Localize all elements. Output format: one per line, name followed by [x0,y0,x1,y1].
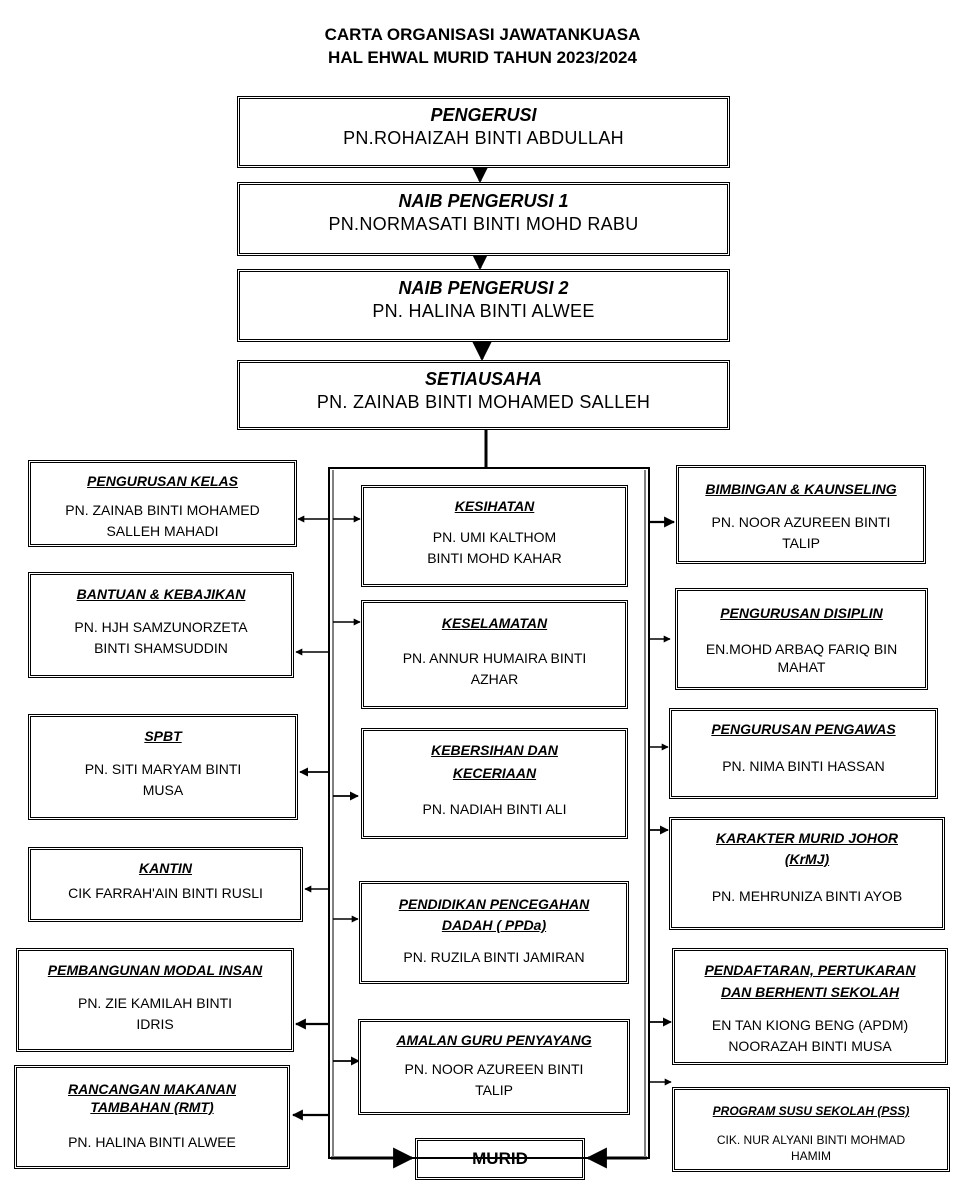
box-name-1: EN TAN KIONG BENG (APDM) [711,1017,909,1033]
box-kebersihan: KEBERSIHAN DAN KECERIAAN PN. NADIAH BINT… [361,728,628,839]
box-name-1: PN. ANNUR HUMAIRA BINTI [402,650,587,666]
box-murid: MURID [415,1138,585,1180]
box-setiausaha: SETIAUSAHA PN. ZAINAB BINTI MOHAMED SALL… [237,360,730,430]
box-head: PENDIDIKAN PENCEGAHAN [398,896,590,912]
box-head-2: KECERIAAN [452,765,537,781]
box-naib-pengerusi-1: NAIB PENGERUSI 1 PN.NORMASATI BINTI MOHD… [237,182,730,256]
box-head: PENGURUSAN PENGAWAS [711,721,896,737]
box-pengurusan-pengawas: PENGURUSAN PENGAWAS PN. NIMA BINTI HASSA… [669,708,938,799]
box-name-1: PN. HJH SAMZUNORZETA [74,619,248,635]
box-pendaftaran: PENDAFTARAN, PERTUKARAN DAN BERHENTI SEK… [672,948,948,1065]
box-name-2: TALIP [782,535,820,551]
box-head: SETIAUSAHA [424,369,542,389]
box-head: KANTIN [139,860,192,876]
box-head: PENDAFTARAN, PERTUKARAN [704,962,916,978]
box-name-2: HAMIM [791,1149,831,1163]
box-name-1: PN. NADIAH BINTI ALI [422,801,567,817]
box-kantin: KANTIN CIK FARRAH'AIN BINTI RUSLI [28,847,303,922]
box-name: PN.NORMASATI BINTI MOHD RABU [328,214,639,234]
box-head-2: DADAH ( PPDa) [441,917,547,933]
box-pengerusi: PENGERUSI PN.ROHAIZAH BINTI ABDULLAH [237,96,730,168]
box-head-2: (KrMJ) [784,851,830,867]
box-name-2: MUSA [142,782,184,798]
box-name-1: CIK. NUR ALYANI BINTI MOHMAD [716,1133,906,1147]
box-karakter-murid-johor: KARAKTER MURID JOHOR (KrMJ) PN. MEHRUNIZ… [669,817,945,930]
box-keselamatan: KESELAMATAN PN. ANNUR HUMAIRA BINTI AZHA… [361,600,628,709]
box-bantuan-kebajikan: BANTUAN & KEBAJIKAN PN. HJH SAMZUNORZETA… [28,572,294,678]
box-pengurusan-kelas: PENGURUSAN KELAS PN. ZAINAB BINTI MOHAME… [28,460,297,547]
box-name: PN. HALINA BINTI ALWEE [372,301,595,321]
box-head: PENGURUSAN KELAS [87,473,238,489]
box-ppda: PENDIDIKAN PENCEGAHAN DADAH ( PPDa) PN. … [359,881,629,984]
box-head: SPBT [144,728,182,744]
box-head: PENGURUSAN DISIPLIN [720,605,883,621]
box-name: PN.ROHAIZAH BINTI ABDULLAH [343,128,624,148]
box-spbt: SPBT PN. SITI MARYAM BINTI MUSA [28,714,298,820]
box-name: PN. ZAINAB BINTI MOHAMED SALLEH [316,392,651,412]
center-frame [328,467,650,1159]
box-head: KEBERSIHAN DAN [431,742,558,758]
box-program-susu-sekolah: PROGRAM SUSU SEKOLAH (PSS) CIK. NUR ALYA… [672,1087,950,1172]
box-name-2: NOORAZAH BINTI MUSA [728,1038,892,1054]
box-head: KESIHATAN [454,498,535,514]
chart-title-line1: CARTA ORGANISASI JAWATANKUASA [324,25,641,44]
box-name-2: BINTI SHAMSUDDIN [94,640,228,656]
box-name-2: TALIP [475,1082,513,1098]
box-name-1: PN. RUZILA BINTI JAMIRAN [403,949,585,965]
box-name-2: SALLEH MAHADI [106,523,219,539]
box-name-2: AZHAR [470,671,519,687]
box-head: PROGRAM SUSU SEKOLAH (PSS) [712,1104,910,1118]
box-head: BANTUAN & KEBAJIKAN [76,586,246,602]
box-amalan-guru-penyayang: AMALAN GURU PENYAYANG PN. NOOR AZUREEN B… [358,1019,630,1115]
box-name-1: PN. NOOR AZUREEN BINTI [711,514,891,530]
box-kesihatan: KESIHATAN PN. UMI KALTHOM BINTI MOHD KAH… [361,485,628,587]
box-name-1: PN. MEHRUNIZA BINTI AYOB [711,888,903,904]
box-head: NAIB PENGERUSI 1 [398,191,569,211]
box-name-1: EN.MOHD ARBAQ FARIQ BIN [705,641,898,657]
box-name-1: PN. ZIE KAMILAH BINTI [77,995,233,1011]
box-name-1: PN. HALINA BINTI ALWEE [68,1134,236,1150]
box-head-2: TAMBAHAN (RMT) [90,1099,214,1115]
box-head: KESELAMATAN [441,615,548,631]
box-name-1: PN. NOOR AZUREEN BINTI [404,1061,584,1077]
chart-title-line2: HAL EHWAL MURID TAHUN 2023/2024 [328,48,637,67]
box-name-2: BINTI MOHD KAHAR [427,550,562,566]
box-name-1: PN. ZAINAB BINTI MOHAMED [65,502,260,518]
box-bimbingan-kaunseling: BIMBINGAN & KAUNSELING PN. NOOR AZUREEN … [676,465,926,564]
box-head: PEMBANGUNAN MODAL INSAN [47,962,263,978]
box-name-1: PN. NIMA BINTI HASSAN [722,758,885,774]
box-head: BIMBINGAN & KAUNSELING [705,481,897,497]
box-rmt: RANCANGAN MAKANAN TAMBAHAN (RMT) PN. HAL… [14,1065,290,1169]
box-name-1: PN. SITI MARYAM BINTI [84,761,242,777]
box-name-2: MAHAT [777,659,826,675]
box-head: KARAKTER MURID JOHOR [716,830,898,846]
box-head: AMALAN GURU PENYAYANG [396,1032,592,1048]
box-pengurusan-disiplin: PENGURUSAN DISIPLIN EN.MOHD ARBAQ FARIQ … [675,588,928,690]
box-name-1: PN. UMI KALTHOM [432,529,557,545]
box-name-1: CIK FARRAH'AIN BINTI RUSLI [68,885,263,901]
box-head: PENGERUSI [430,105,537,125]
box-name-2: IDRIS [136,1016,174,1032]
box-head-2: DAN BERHENTI SEKOLAH [720,984,900,1000]
box-head: NAIB PENGERUSI 2 [398,278,569,298]
box-pembangunan-modal-insan: PEMBANGUNAN MODAL INSAN PN. ZIE KAMILAH … [16,948,294,1052]
box-naib-pengerusi-2: NAIB PENGERUSI 2 PN. HALINA BINTI ALWEE [237,269,730,342]
box-head: RANCANGAN MAKANAN [68,1081,236,1097]
